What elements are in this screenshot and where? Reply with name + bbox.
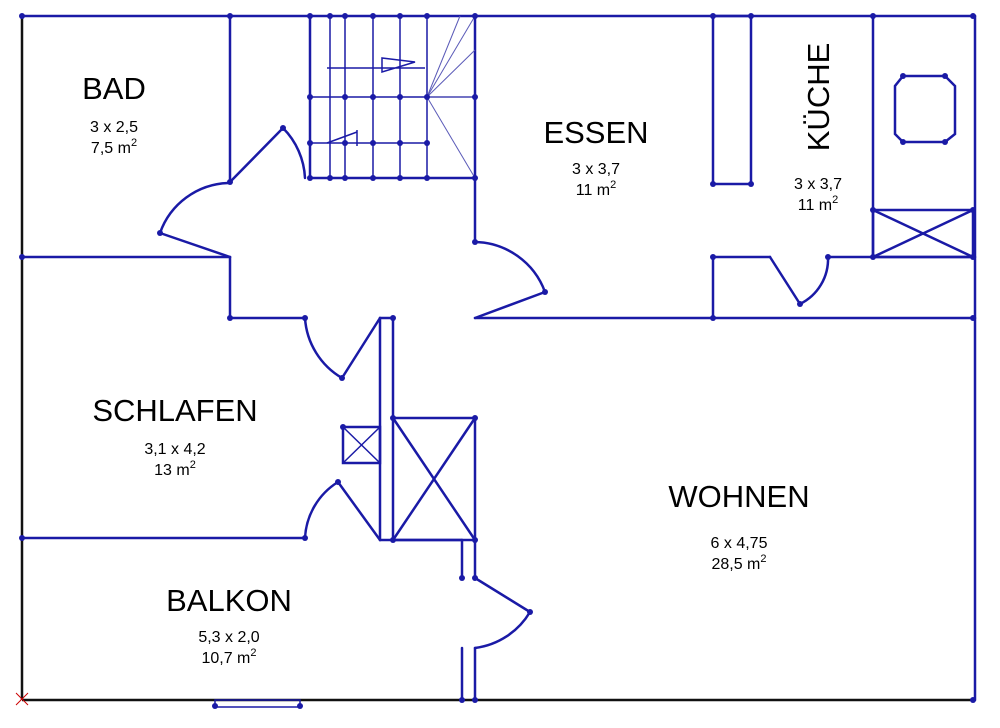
room-area: 7,5 m2 <box>91 137 137 157</box>
room-area: 28,5 m2 <box>711 553 766 573</box>
room-dims: 3 x 3,7 <box>794 176 842 193</box>
room-name: KÜCHE <box>801 43 836 152</box>
room-label-essen: ESSEN 3 x 3,7 11 m2 <box>543 115 648 199</box>
origin-marker <box>15 692 29 706</box>
room-name: ESSEN <box>543 115 648 150</box>
room-name: WOHNEN <box>668 479 809 514</box>
room-area: 11 m2 <box>798 194 839 214</box>
doors <box>158 126 830 650</box>
room-name: BAD <box>82 71 146 106</box>
junction-points <box>19 13 976 709</box>
room-name: SCHLAFEN <box>92 393 257 428</box>
room-name: BALKON <box>166 583 292 618</box>
staircase <box>310 15 476 179</box>
room-area: 10,7 m2 <box>201 647 256 667</box>
room-area: 11 m2 <box>576 179 617 199</box>
room-dims: 3 x 2,5 <box>90 119 138 136</box>
kitchen-table <box>893 74 957 144</box>
outer-walls <box>20 14 977 708</box>
room-dims: 3 x 3,7 <box>572 161 620 178</box>
room-dims: 5,3 x 2,0 <box>198 629 259 646</box>
room-label-balkon: BALKON 5,3 x 2,0 10,7 m2 <box>166 583 292 667</box>
room-label-kueche: KÜCHE 3 x 3,7 11 m2 <box>794 43 842 214</box>
room-dims: 6 x 4,75 <box>711 535 768 552</box>
room-area: 13 m2 <box>154 459 196 479</box>
room-label-wohnen: WOHNEN 6 x 4,75 28,5 m2 <box>668 479 809 573</box>
room-dims: 3,1 x 4,2 <box>144 441 205 458</box>
room-label-schlafen: SCHLAFEN 3,1 x 4,2 13 m2 <box>92 393 257 479</box>
room-label-bad: BAD 3 x 2,5 7,5 m2 <box>82 71 146 157</box>
